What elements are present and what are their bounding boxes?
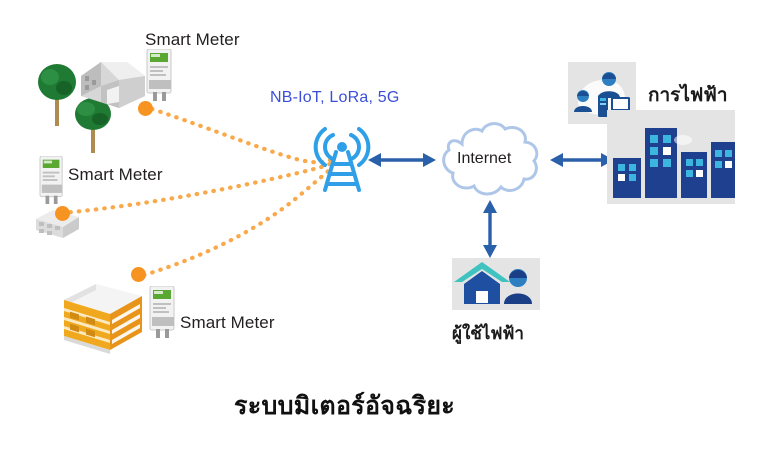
consumer-label: ผู้ใช้ไฟฟ้า [452, 324, 524, 344]
arrow-tower-internet [368, 153, 436, 167]
internet-label: Internet [457, 150, 512, 167]
connector-dot [55, 206, 70, 221]
link-shed-to-tower [59, 160, 335, 216]
smart-meter-icon [149, 286, 175, 338]
link-house-to-tower [149, 106, 333, 165]
city-buildings-icon [613, 128, 735, 198]
cloud-icon [442, 122, 539, 196]
arrow-internet-utility [550, 153, 614, 167]
tree-icon [75, 98, 111, 153]
page-title: ระบบมิเตอร์อัจฉริยะ [234, 391, 455, 420]
smart-meter-label-apartment: Smart Meter [180, 313, 275, 332]
smart-meter-icon [146, 49, 172, 101]
apartment-building-icon [64, 284, 142, 354]
house-icon [81, 62, 145, 108]
protocol-label: NB-IoT, LoRa, 5G [270, 89, 400, 106]
office-staff-icon [574, 72, 630, 118]
cell-tower-icon [313, 127, 371, 192]
connector-dot [131, 267, 146, 282]
smart-meter-icon [39, 156, 63, 204]
arrow-internet-consumer [483, 200, 497, 258]
smart-meter-label-shed: Smart Meter [68, 165, 163, 184]
smart-meter-label-house: Smart Meter [145, 30, 240, 49]
utility-label: การไฟฟ้า [648, 84, 728, 106]
link-apartment-to-tower [141, 164, 336, 278]
connector-dot [138, 101, 153, 116]
tree-icon [38, 64, 76, 126]
home-user-icon [454, 262, 532, 304]
